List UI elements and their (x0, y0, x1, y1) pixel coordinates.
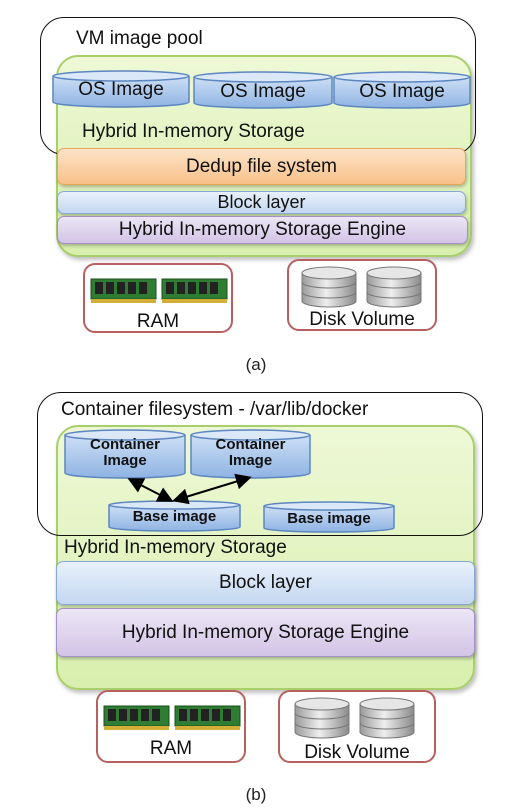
os-image-label: OS Image (220, 81, 306, 102)
dedup-file-system-bar: Dedup file system (57, 148, 466, 185)
storage-engine-bar-b: Hybrid In-memory Storage Engine (56, 608, 475, 657)
disk-volume-label-a: Disk Volume (309, 309, 415, 330)
cylinder-shape (193, 71, 333, 109)
storage-engine-bar-a: Hybrid In-memory Storage Engine (57, 216, 468, 244)
os-image-cylinder: OS Image (52, 70, 190, 108)
disk-stack-icon (294, 697, 415, 739)
container-image-cylinder: Container Image (190, 429, 311, 479)
os-image-cylinder: OS Image (193, 71, 333, 109)
ram-box-b: RAM (96, 690, 246, 763)
ram-label-a: RAM (136, 311, 180, 332)
os-image-label: OS Image (78, 79, 164, 100)
disk-stack-icon (301, 266, 422, 308)
disk-volume-box-a: Disk Volume (287, 259, 437, 331)
vm-image-pool-label: VM image pool (76, 28, 203, 49)
base-image-label: Base image (287, 510, 371, 527)
cylinder-shape (263, 501, 395, 533)
cylinder-shape (64, 429, 186, 479)
hybrid-storage-label-a: Hybrid In-memory Storage (82, 121, 305, 142)
block-layer-bar-b: Block layer (56, 561, 475, 605)
cylinder-shape (190, 429, 311, 479)
container-image-cylinder: Container Image (64, 429, 186, 479)
base-image-cylinder: Base image (263, 501, 395, 533)
ram-module-icon (90, 278, 228, 303)
container-filesystem-label: Container filesystem - /var/lib/docker (61, 399, 369, 420)
os-image-label: OS Image (359, 81, 445, 102)
ram-box-a: RAM (83, 263, 233, 333)
base-image-cylinder: Base image (108, 500, 241, 532)
disk-volume-label-b: Disk Volume (304, 742, 410, 763)
caption-b: (b) (245, 785, 267, 804)
cylinder-shape (52, 70, 190, 108)
caption-a: (a) (245, 355, 267, 374)
cylinder-shape (333, 71, 471, 109)
hybrid-storage-label-b: Hybrid In-memory Storage (64, 537, 287, 558)
os-image-cylinder: OS Image (333, 71, 471, 109)
base-image-label: Base image (132, 508, 217, 525)
block-layer-bar-a: Block layer (57, 191, 466, 214)
container-filesystem-box (37, 392, 483, 536)
ram-module-icon (103, 705, 241, 730)
disk-volume-box-b: Disk Volume (278, 690, 436, 763)
ram-label-b: RAM (149, 738, 193, 759)
container-image-label: Container Image (215, 436, 286, 469)
container-image-label: Container Image (89, 436, 160, 469)
